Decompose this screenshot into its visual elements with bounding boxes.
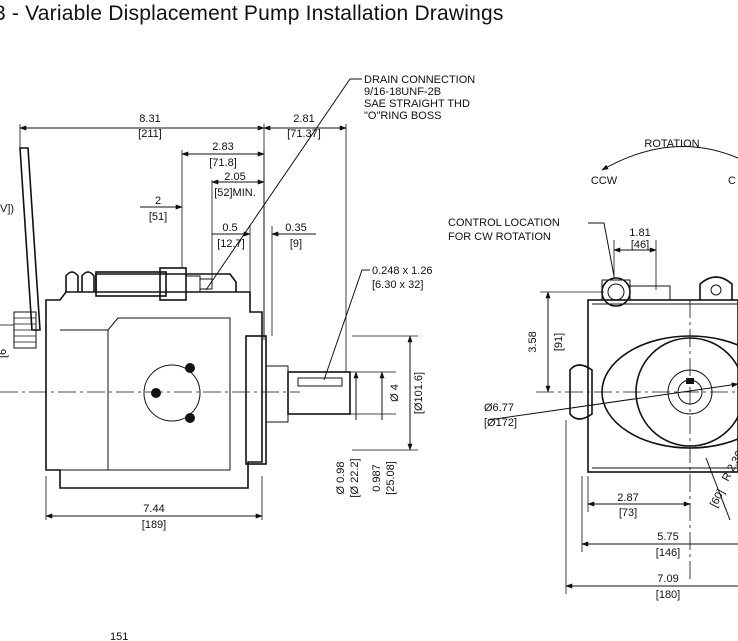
control-note-2: FOR CW ROTATION — [448, 231, 551, 243]
dim-5-75-in: 5.75 — [657, 531, 678, 543]
cut-label-left: V]) — [0, 203, 14, 215]
drain-note-3: SAE STRAIGHT THD — [364, 98, 470, 110]
dim-7-44-mm: [189] — [142, 519, 166, 531]
side-view: 8.31 [211] 2.81 [71.37] 2.83 [71.8] 2.05… — [0, 74, 475, 531]
dim-2-mm: [51] — [149, 211, 167, 223]
drain-note-4: "O"RING BOSS — [364, 110, 442, 122]
dim-2-05-mm: [52]MIN. — [214, 187, 256, 199]
dim-1-81-mm: [46] — [631, 239, 649, 251]
dim-2-87-mm: [73] — [619, 507, 637, 519]
dim-0-987-in: 0.987 — [371, 464, 383, 492]
output-shaft — [287, 371, 351, 415]
dim-3-58-in: 3.58 — [527, 331, 539, 352]
dim-8-31-mm: [211] — [138, 128, 162, 140]
mounting-flange — [245, 335, 267, 465]
front-view: ROTATION CCW C CONTROL LOCATION FOR CW R… — [448, 138, 738, 601]
dim-dia-4-mm: [Ø101.6] — [413, 372, 425, 414]
drain-leader — [205, 78, 362, 291]
rotation-arc — [601, 146, 738, 171]
drain-note-2: 9/16-18UNF-2B — [364, 86, 441, 98]
dim-0-5-in: 0.5 — [222, 222, 237, 234]
dim-2-05-in: 2.05 — [224, 171, 245, 183]
keyway-note-2: [6.30 x 32] — [372, 279, 423, 291]
dim-2-83-mm: [71.8] — [209, 157, 237, 169]
keyway-note-1: 0.248 x 1.26 — [372, 265, 433, 277]
cw-label: C — [728, 175, 736, 187]
dim-dia-6-77-in: Ø6.77 — [484, 402, 514, 414]
dim-1-81-in: 1.81 — [629, 227, 650, 239]
keyway-leader — [323, 269, 370, 381]
dim-2-in: 2 — [155, 195, 161, 207]
dim-8-31-in: 8.31 — [139, 113, 160, 125]
page-title: 3 - Variable Displacement Pump Installat… — [0, 2, 504, 25]
dim-2-83-in: 2.83 — [212, 141, 233, 153]
dim-7-44-in: 7.44 — [143, 503, 164, 515]
dim-2-87-in: 2.87 — [617, 492, 638, 504]
rotation-label: ROTATION — [644, 138, 699, 150]
dim-7-09-mm: [180] — [656, 589, 680, 601]
dim-r-2-36-in: R 2.36 — [720, 449, 738, 483]
keyway — [297, 377, 343, 387]
drain-note-1: DRAIN CONNECTION — [364, 74, 475, 86]
dim-0-5-mm: [12.7] — [217, 238, 245, 250]
dim-0-35-mm: [9] — [290, 238, 302, 250]
compensator — [95, 271, 167, 297]
dim-2-81-in: 2.81 — [293, 113, 314, 125]
dim-3-58-mm: [91] — [553, 333, 565, 351]
flange-disk — [143, 364, 201, 422]
dim-dia-0-98-mm: [Ø 22.2] — [349, 458, 361, 497]
dim-2-81-mm: [71.37] — [287, 128, 321, 140]
dim-0-987-mm: [25.08] — [385, 461, 397, 495]
cut-label-left-b: [6 — [0, 349, 9, 358]
ccw-label: CCW — [591, 175, 618, 187]
control-knob — [601, 277, 631, 307]
dim-dia-0-98-in: Ø 0.98 — [335, 461, 347, 494]
control-note-1: CONTROL LOCATION — [448, 217, 560, 229]
dim-7-09-in: 7.09 — [657, 573, 678, 585]
dim-5-75-mm: [146] — [656, 547, 680, 559]
dim-0-35-in: 0.35 — [285, 222, 306, 234]
footer-cut-label: 151 — [110, 631, 128, 641]
lever-arm — [19, 147, 41, 331]
dim-dia-6-77-mm: [Ø172] — [484, 417, 517, 429]
dim-dia-4-in: Ø 4 — [389, 384, 401, 402]
